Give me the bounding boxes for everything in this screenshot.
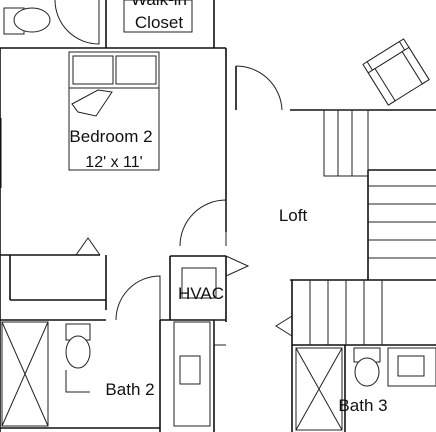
bath3-shower (295, 347, 343, 431)
door-arrow-up (75, 237, 101, 256)
closet-label-line1: Walk-in (131, 0, 187, 9)
closet-outline (123, 0, 193, 33)
stair-arrow (275, 315, 293, 337)
bedroom2-label: Bedroom 2 (69, 127, 152, 146)
bedroom-door-swing (179, 199, 227, 247)
closet-label-line2: Closet (135, 13, 183, 32)
armchair (362, 38, 430, 106)
stairs-upper (323, 109, 436, 259)
bath3-vanity (387, 347, 436, 387)
bath2-label: Bath 2 (105, 380, 154, 399)
bath2-door-swing (115, 275, 161, 321)
bath2-sink (179, 355, 201, 385)
stairs-lower (309, 280, 383, 345)
bath2-shower (1, 321, 49, 427)
top-bath-fixtures (3, 7, 51, 35)
bedroom2-dims: 12' x 11' (85, 154, 142, 171)
hvac-unit (181, 267, 217, 299)
bath3-label: Bath 3 (338, 396, 387, 415)
bath2-vanity (173, 321, 211, 427)
bath3-sink (397, 355, 425, 377)
bath3-toilet (353, 347, 381, 387)
bath2-toilet (65, 323, 91, 369)
hvac-arrow (225, 255, 250, 277)
loft-door-swing (235, 65, 283, 111)
top-door-swing (54, 0, 100, 45)
bath2-partition (65, 370, 90, 393)
loft-label: Loft (279, 206, 308, 225)
hvac-label: HVAC (178, 284, 224, 303)
bed (68, 51, 160, 171)
